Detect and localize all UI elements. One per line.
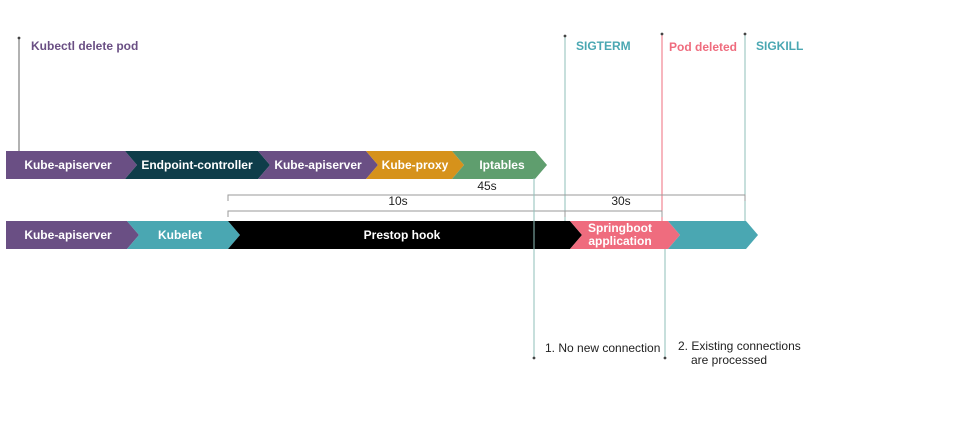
duration-45s: 45s	[477, 179, 496, 193]
row2-segment-kubelet	[127, 221, 240, 249]
row1-segment-kube-apiserver	[6, 151, 137, 179]
row2-segment-kube-apiserver	[6, 221, 139, 249]
row1-label-endpoint-controller: Endpoint-controller	[141, 158, 253, 172]
row2-segment-final	[668, 221, 758, 249]
row2-label-prestop-hook: Prestop hook	[364, 228, 441, 242]
event-markers	[17, 32, 747, 222]
row1-label-kube-apiserver: Kube-apiserver	[24, 158, 112, 172]
bracket-10s	[227, 210, 566, 217]
pod-deleted-label: Pod deleted	[669, 40, 737, 54]
row2-label-application: application	[588, 234, 651, 248]
row1-segment-kube-apiserver-2	[258, 151, 378, 179]
row1-segment-kube-proxy	[366, 151, 464, 179]
sigterm-label: SIGTERM	[576, 39, 631, 53]
note-existing-connections-line1: 2. Existing connections	[678, 339, 801, 353]
duration-30s: 30s	[611, 194, 630, 208]
sigkill-line-tip	[743, 32, 747, 36]
row1-label-kube-proxy: Kube-proxy	[382, 158, 449, 172]
bracket-30s	[564, 210, 663, 217]
row2-pipeline: Kube-apiserver Kubelet Prestop hook Spri…	[6, 221, 758, 249]
row2-label-kube-apiserver: Kube-apiserver	[24, 228, 112, 242]
bracket-45s	[227, 194, 746, 201]
delete-pod-line-tip	[17, 36, 21, 40]
sigterm-line-tip	[563, 34, 567, 38]
delete-pod-label: Kubectl delete pod	[31, 39, 138, 53]
note-no-new-connection: 1. No new connection	[545, 341, 660, 355]
row1-segment-endpoint-controller	[125, 151, 270, 179]
row1-segment-iptables	[452, 151, 547, 179]
note-existing-connections-line2: are processed	[691, 353, 767, 367]
row1-label-kube-apiserver-2: Kube-apiserver	[274, 158, 362, 172]
row2-segment-prestop-hook	[228, 221, 582, 249]
duration-10s: 10s	[388, 194, 407, 208]
existing-connections-line-tip	[663, 356, 667, 360]
no-new-connection-line-tip	[532, 356, 536, 360]
sigkill-label: SIGKILL	[756, 39, 803, 53]
duration-brackets	[227, 194, 746, 217]
row2-label-springboot: Springboot	[588, 221, 652, 235]
row2-segment-springboot-application	[570, 221, 680, 249]
row1-pipeline: Kube-apiserver Endpoint-controller Kube-…	[6, 151, 547, 179]
pod-deleted-line-tip	[660, 32, 664, 36]
row1-label-iptables: Iptables	[479, 158, 525, 172]
row2-label-kubelet: Kubelet	[158, 228, 202, 242]
